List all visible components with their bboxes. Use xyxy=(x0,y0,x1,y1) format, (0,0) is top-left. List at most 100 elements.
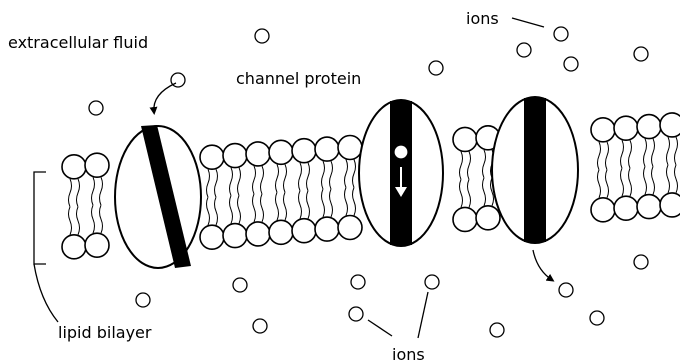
lipid-tail xyxy=(330,161,333,189)
lipid-tail xyxy=(307,163,310,191)
lipid-tail xyxy=(330,189,333,217)
phospholipid-head-icon xyxy=(637,115,661,139)
phospholipid-head-icon xyxy=(614,116,638,140)
ion-icon xyxy=(517,43,531,57)
ion-icon xyxy=(564,57,578,71)
lipid-tail xyxy=(276,164,279,192)
lipid-tail xyxy=(299,191,302,219)
phospholipid-head-icon xyxy=(476,206,500,230)
lipid-tail xyxy=(230,196,233,224)
exit-arrow-icon xyxy=(533,250,552,280)
ion-icon xyxy=(554,27,568,41)
lipid-tail xyxy=(667,165,670,193)
lipid-tail xyxy=(92,177,95,205)
phospholipid-head-icon xyxy=(269,140,293,164)
lipid-tail xyxy=(215,169,218,197)
phospholipid-head-icon xyxy=(292,139,316,163)
lipid-tail xyxy=(629,140,632,168)
lipid-tail xyxy=(468,151,471,179)
phospholipid-head-icon xyxy=(223,224,247,248)
lipid-tail xyxy=(215,197,218,225)
ion-icon xyxy=(253,319,267,333)
lipid-tail xyxy=(69,179,72,207)
ion-icon xyxy=(233,278,247,292)
phospholipid-head-icon xyxy=(660,113,680,137)
ion-icon xyxy=(490,323,504,337)
lipid-tail xyxy=(238,196,241,224)
lipid-bilayer-label: lipid bilayer xyxy=(58,323,152,342)
lipid-tail xyxy=(322,161,325,189)
ion-icon xyxy=(634,47,648,61)
phospholipid-head-icon xyxy=(292,219,316,243)
lipid-tail xyxy=(345,188,348,216)
channel-protein-right xyxy=(492,97,578,243)
phospholipid-head-icon xyxy=(338,136,362,160)
ions-bottom-leader-left xyxy=(368,320,392,336)
lipid-tail xyxy=(667,137,670,165)
lipid-tail xyxy=(284,192,287,220)
lipid-tail xyxy=(353,188,356,216)
ion-icon xyxy=(425,275,439,289)
ions-top-label: ions xyxy=(466,9,499,28)
phospholipid-head-icon xyxy=(315,217,339,241)
lipid-tail xyxy=(253,166,256,194)
lipid-tail xyxy=(284,164,287,192)
ion-icon xyxy=(351,275,365,289)
phospholipid-head-icon xyxy=(614,196,638,220)
phospholipid-head-icon xyxy=(246,142,270,166)
lipid-tail xyxy=(207,169,210,197)
channel-protein-label: channel protein xyxy=(236,69,361,88)
lipid-tail xyxy=(652,167,655,195)
ion-icon xyxy=(136,293,150,307)
phospholipid-head-icon xyxy=(453,207,477,231)
channel-protein-left xyxy=(115,125,201,268)
entry-arrow-icon xyxy=(154,83,176,112)
ion-icon xyxy=(559,283,573,297)
lipid-tail xyxy=(100,205,103,233)
lipid-tail xyxy=(483,150,486,178)
lipid-tail xyxy=(253,194,256,222)
lipid-tail xyxy=(644,139,647,167)
lipid-tail xyxy=(621,168,624,196)
phospholipid-head-icon xyxy=(200,225,224,249)
phospholipid-head-icon xyxy=(85,233,109,257)
lipid-tail xyxy=(276,192,279,220)
lipid-tail xyxy=(322,189,325,217)
phospholipid-head-icon xyxy=(62,155,86,179)
ion-icon xyxy=(429,61,443,75)
phospholipid-head-icon xyxy=(85,153,109,177)
phospholipid-head-icon xyxy=(338,216,362,240)
channel-protein-middle xyxy=(359,100,443,246)
lipid-bilayer-bracket xyxy=(34,172,46,264)
lipid-tail xyxy=(345,160,348,188)
phospholipid-head-icon xyxy=(315,137,339,161)
lipid-tail xyxy=(675,165,678,193)
ion-icon xyxy=(89,101,103,115)
lipid-tail xyxy=(307,191,310,219)
phospholipid-head-icon xyxy=(591,198,615,222)
lipid-tail xyxy=(261,166,264,194)
lipid-tail xyxy=(606,142,609,170)
ion-icon xyxy=(255,29,269,43)
lipid-tail xyxy=(468,179,471,207)
lipid-tail xyxy=(598,170,601,198)
lipid-tail xyxy=(230,168,233,196)
lipid-tail xyxy=(652,139,655,167)
ion-icon xyxy=(349,307,363,321)
lipid-tail xyxy=(606,170,609,198)
lipid-tail xyxy=(460,179,463,207)
ion-icon xyxy=(394,145,408,159)
lipid-tail xyxy=(675,137,678,165)
phospholipid-head-icon xyxy=(591,118,615,142)
phospholipid-head-icon xyxy=(269,220,293,244)
lipid-tail xyxy=(261,194,264,222)
channel-pore xyxy=(524,98,546,242)
ion-icon xyxy=(590,311,604,325)
lipid-tail xyxy=(92,205,95,233)
lipid-tail xyxy=(598,142,601,170)
phospholipid-head-icon xyxy=(200,145,224,169)
lipid-tail xyxy=(238,168,241,196)
lipid-tail xyxy=(621,140,624,168)
ions-top-leader xyxy=(512,18,544,27)
